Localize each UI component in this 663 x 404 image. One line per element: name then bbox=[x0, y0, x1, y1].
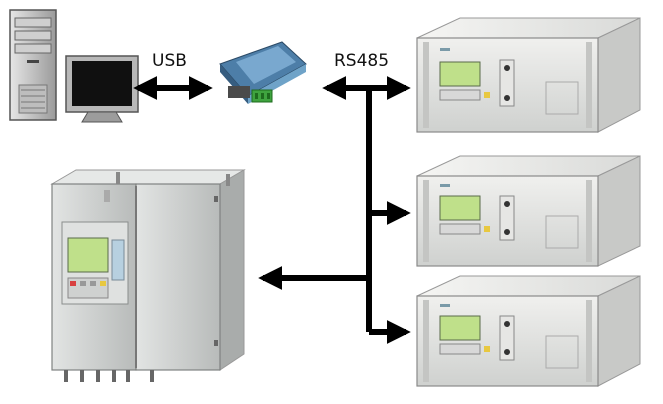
usb-rs485-converter-icon bbox=[219, 41, 307, 104]
usb-label: USB bbox=[152, 51, 187, 71]
pc-tower-icon bbox=[9, 9, 57, 121]
rack-analyzer-icon bbox=[416, 275, 641, 387]
rs485-label: RS485 bbox=[334, 51, 389, 71]
rs485-bus bbox=[258, 76, 411, 344]
rack-analyzer-icon bbox=[416, 155, 641, 267]
rack-analyzer-icon bbox=[416, 17, 641, 133]
monitor-icon bbox=[65, 55, 139, 123]
field-cabinet-analyzer-icon bbox=[50, 169, 246, 382]
